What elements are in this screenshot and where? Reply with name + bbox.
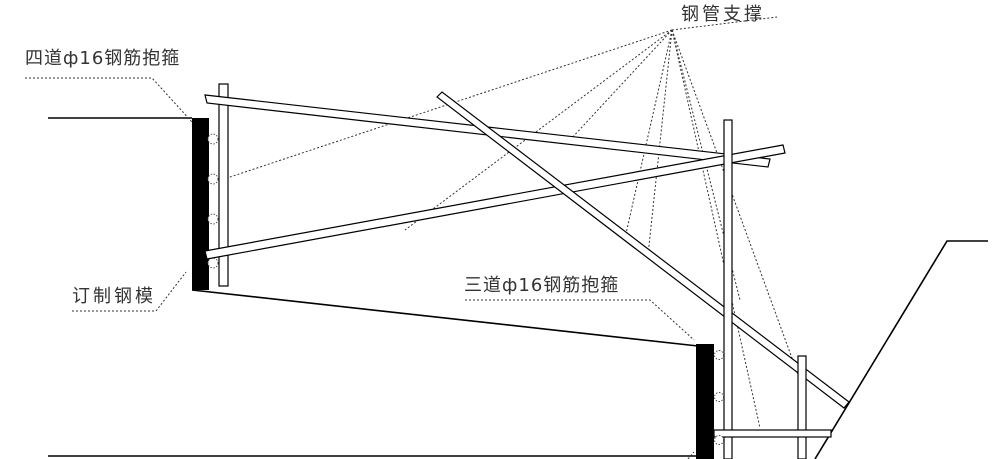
four-hoops-leader (25, 77, 193, 123)
lower-form-leader (687, 451, 695, 459)
right-vertical-pipe-1 (723, 119, 733, 459)
left-vertical-pipe (218, 83, 229, 287)
custom-steel-form-label: 订制钢模 (72, 286, 156, 307)
three-rebar-hoops-label: 三道ф16钢筋抱箍 (464, 275, 620, 296)
lower-horizontal-pipe (713, 429, 832, 438)
right-vertical-pipe-2 (797, 355, 807, 459)
diagonal-brace-pipe (436, 91, 850, 409)
left-steel-form (192, 118, 209, 290)
custom-form-leader (72, 271, 187, 312)
left-rebar-hoops (207, 133, 219, 269)
lower-strut-pipe (204, 144, 786, 260)
lower-rebar-hoops (714, 350, 724, 445)
right-embankment (814, 240, 988, 459)
four-rebar-hoops-label: 四道ф16钢筋抱箍 (25, 48, 181, 69)
three-hoops-leader (465, 299, 695, 341)
steel-pipe-support-label: 钢管支撑 (681, 4, 765, 25)
lower-steel-form (696, 344, 714, 459)
slope-line (191, 289, 699, 347)
